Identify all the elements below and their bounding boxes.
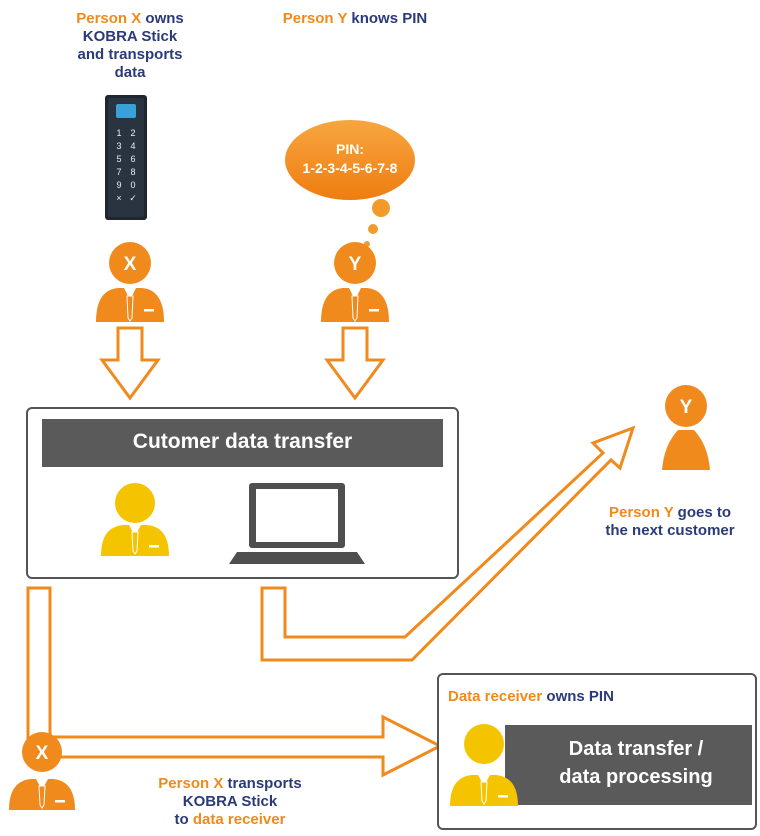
person-x-line2: KOBRA Stick [82,28,178,45]
next-customer-line2: the next customer [605,522,735,539]
receiver-heading: Data receiver owns PIN [448,688,708,706]
arrow-down-y [324,326,386,401]
person-y-knows-label: Person Y knows PIN [245,10,465,28]
transport-rest: transports [223,775,302,792]
stick-key: 0 [130,180,135,190]
avatar-x-bottom-letter: X [36,743,49,764]
transfer-title: Cutomer data transfer [132,430,353,453]
person-x-name: Person X [76,10,142,27]
transfer-title-bar [42,419,443,467]
transport-line2: KOBRA Stick [182,793,278,810]
stick-key: 4 [130,141,135,151]
stick-key: 2 [130,128,135,138]
receiver-line1: Data transfer / [568,738,704,760]
receiver-bar [505,725,752,805]
avatar-y-right-letter: Y [680,397,693,418]
stick-key: 7 [116,167,121,177]
person-x-line4: data [114,64,146,81]
person-y-knows-text: knows PIN [347,10,428,27]
person-x-owns-text: owns [141,10,184,27]
next-customer-label: Person Y goes to the next customer [580,504,760,540]
laptop-icon [229,483,365,564]
stick-key: 1 [116,128,121,138]
person-y-right-icon [662,385,710,470]
next-customer-goes: goes to [673,504,731,521]
person-x-icon [96,242,164,322]
transport-name: Person X [158,775,224,792]
stick-key: × [116,193,121,203]
pin-title: PIN: [336,141,364,157]
receiver-bar-text: Data transfer / data processing [520,735,752,791]
stick-key: 9 [116,180,121,190]
stick-key: ✓ [129,193,137,203]
receiver-line2: data processing [559,766,713,788]
next-customer-name: Person Y [609,504,674,521]
person-y-name: Person Y [282,10,348,27]
pin-code: 1-2-3-4-5-6-7-8 [303,160,398,176]
stick-key: 8 [130,167,135,177]
avatar-x-letter: X [124,254,137,275]
thought-bubble-icon [285,120,415,247]
person-x-bottom-icon [9,732,75,810]
transport-line3a: to [174,811,193,828]
stick-key: 5 [116,154,121,164]
customer-person-icon [101,483,169,556]
person-x-line3: and transports [77,46,183,63]
person-x-owns-label: Person X owns KOBRA Stick and transports… [45,10,215,82]
receiver-heading-name: Data receiver [448,688,543,705]
stick-key: 6 [130,154,135,164]
avatar-y-letter: Y [349,254,362,275]
arrow-down-x [99,326,161,401]
arrow-to-receiver [26,586,444,778]
transport-line3b: data receiver [192,811,286,828]
stick-key: 3 [116,141,121,151]
arrow-next-customer [260,425,636,662]
receiver-person-icon [450,724,518,806]
receiver-heading-rest: owns PIN [542,688,614,705]
person-y-icon [321,242,389,322]
transport-label: Person X transports KOBRA Stick to data … [120,775,340,829]
